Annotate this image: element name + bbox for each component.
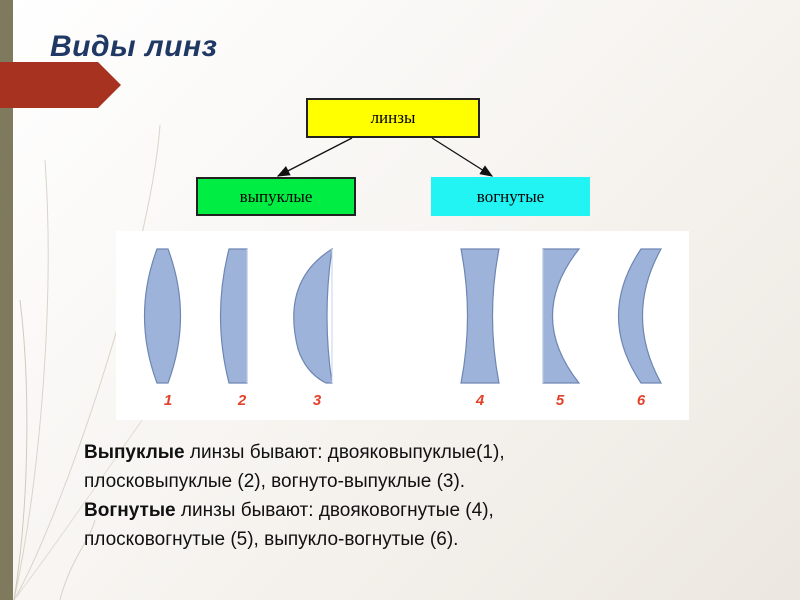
lens-label-2: 2 [237, 392, 247, 409]
lens-label-5: 5 [556, 392, 565, 409]
root-box-lenses: линзы [306, 98, 480, 138]
lens-label-6: 6 [637, 392, 646, 409]
lens-description: Выпуклые линзы бывают: двояковыпуклые(1)… [84, 438, 684, 554]
lens-type-diagram: линзы выпуклые вогнутые [0, 0, 800, 230]
concave-box: вогнутые [431, 177, 590, 216]
description-line-4: плосковогнутые (5), выпукло-вогнутые (6)… [84, 529, 459, 550]
description-line-1: Выпуклые линзы бывают: двояковыпуклые(1)… [84, 438, 684, 467]
left-sidebar-bar [0, 0, 13, 600]
lens-plano-convex [219, 248, 248, 384]
lens-label-3: 3 [313, 392, 322, 409]
title-banner-arrow [0, 62, 121, 108]
convex-box: выпуклые [196, 177, 356, 216]
lens-biconvex [143, 248, 182, 384]
lens-biconcave [460, 248, 500, 384]
concave-term: Вогнутые [84, 500, 176, 521]
arrow-to-convex [276, 137, 353, 177]
description-line-2: плосковыпуклые (2), вогнуто-выпуклые (3)… [84, 471, 466, 492]
lens-label-4: 4 [475, 392, 485, 409]
convex-term: Выпуклые [84, 442, 185, 463]
description-line-1-text: линзы бывают: двояковыпуклые(1), [184, 442, 505, 463]
description-line-3-text: линзы бывают: двояковогнутые (4), [175, 500, 494, 521]
page-title: Виды линз [50, 30, 218, 63]
lens-concave-convex [293, 247, 333, 384]
lens-plano-concave [542, 248, 581, 384]
lens-label-1: 1 [164, 392, 172, 409]
arrow-to-concave [431, 137, 494, 177]
lens-shapes: 1 2 3 4 5 6 [143, 247, 663, 409]
lens-illustration-panel: 1 2 3 4 5 6 [116, 231, 689, 420]
diagram-arrows [276, 137, 494, 177]
description-line-3: Вогнутые линзы бывают: двояковогнутые (4… [84, 496, 684, 525]
lens-convex-concave [618, 248, 663, 384]
